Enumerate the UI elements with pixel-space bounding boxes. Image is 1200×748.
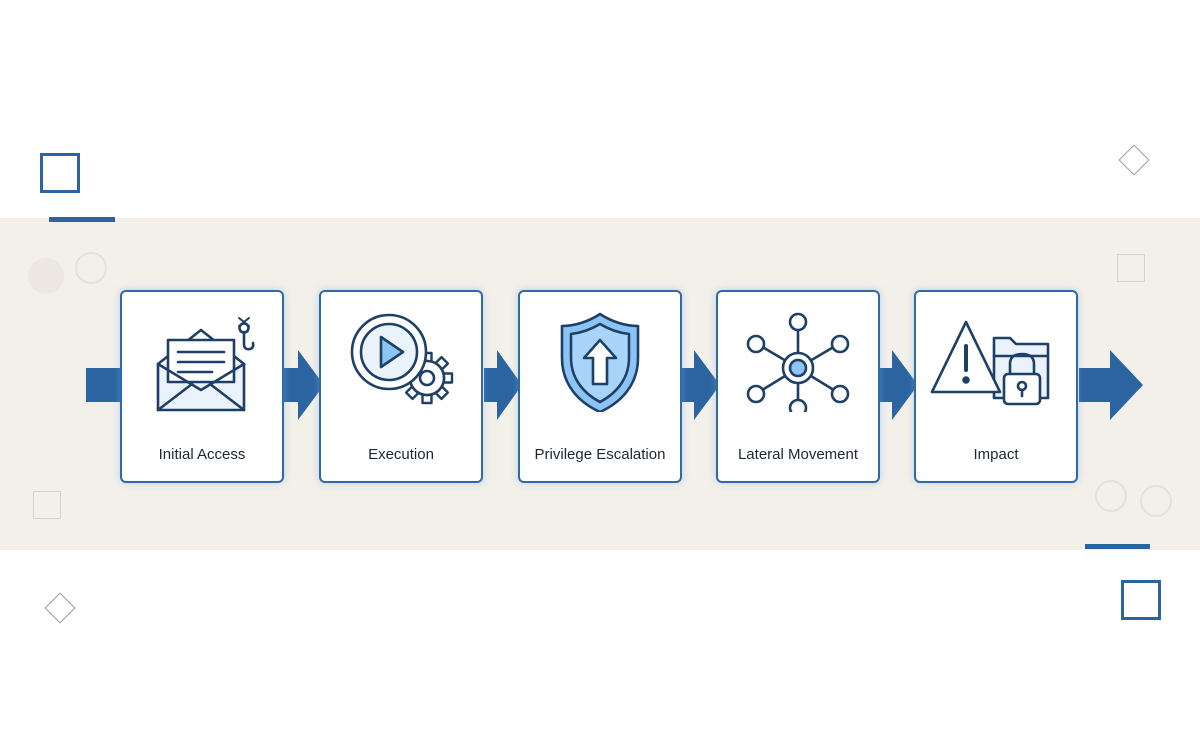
stage-label: Lateral Movement — [737, 446, 859, 463]
stage-initial-access: Initial Access — [120, 290, 284, 483]
decor-circle-outline — [1095, 480, 1127, 512]
decor-circle-faint — [28, 258, 64, 294]
decor-square-outline — [40, 153, 80, 193]
flow-arrow — [879, 350, 918, 420]
warning-folder-lock-icon — [916, 312, 1076, 412]
decor-circle-outline — [75, 252, 107, 284]
decor-bar — [1085, 544, 1150, 549]
decor-circle-outline — [1140, 485, 1172, 517]
stage-execution: Execution — [319, 290, 483, 483]
flow-arrow — [484, 350, 522, 420]
stage-label: Impact — [973, 446, 1019, 463]
stage-privilege-escalation: Privilege Escalation — [518, 290, 682, 483]
network-hub-icon — [718, 312, 878, 412]
stage-impact: Impact — [914, 290, 1078, 483]
flow-arrow — [681, 350, 720, 420]
play-gear-icon — [321, 312, 481, 412]
envelope-phishing-icon — [122, 312, 282, 412]
decor-bar — [49, 217, 115, 222]
shield-up-arrow-icon — [520, 312, 680, 412]
stage-lateral-movement: Lateral Movement — [716, 290, 880, 483]
stage-label: Privilege Escalation — [534, 446, 666, 463]
decor-square-faint — [1117, 254, 1145, 282]
flow-tail — [86, 368, 120, 402]
stage-label: Initial Access — [158, 446, 246, 463]
decor-square-faint — [33, 491, 61, 519]
flow-arrow-final — [1079, 350, 1143, 420]
decor-square-outline — [1121, 580, 1161, 620]
stage-label: Execution — [368, 446, 434, 463]
flow-arrow — [284, 350, 324, 420]
